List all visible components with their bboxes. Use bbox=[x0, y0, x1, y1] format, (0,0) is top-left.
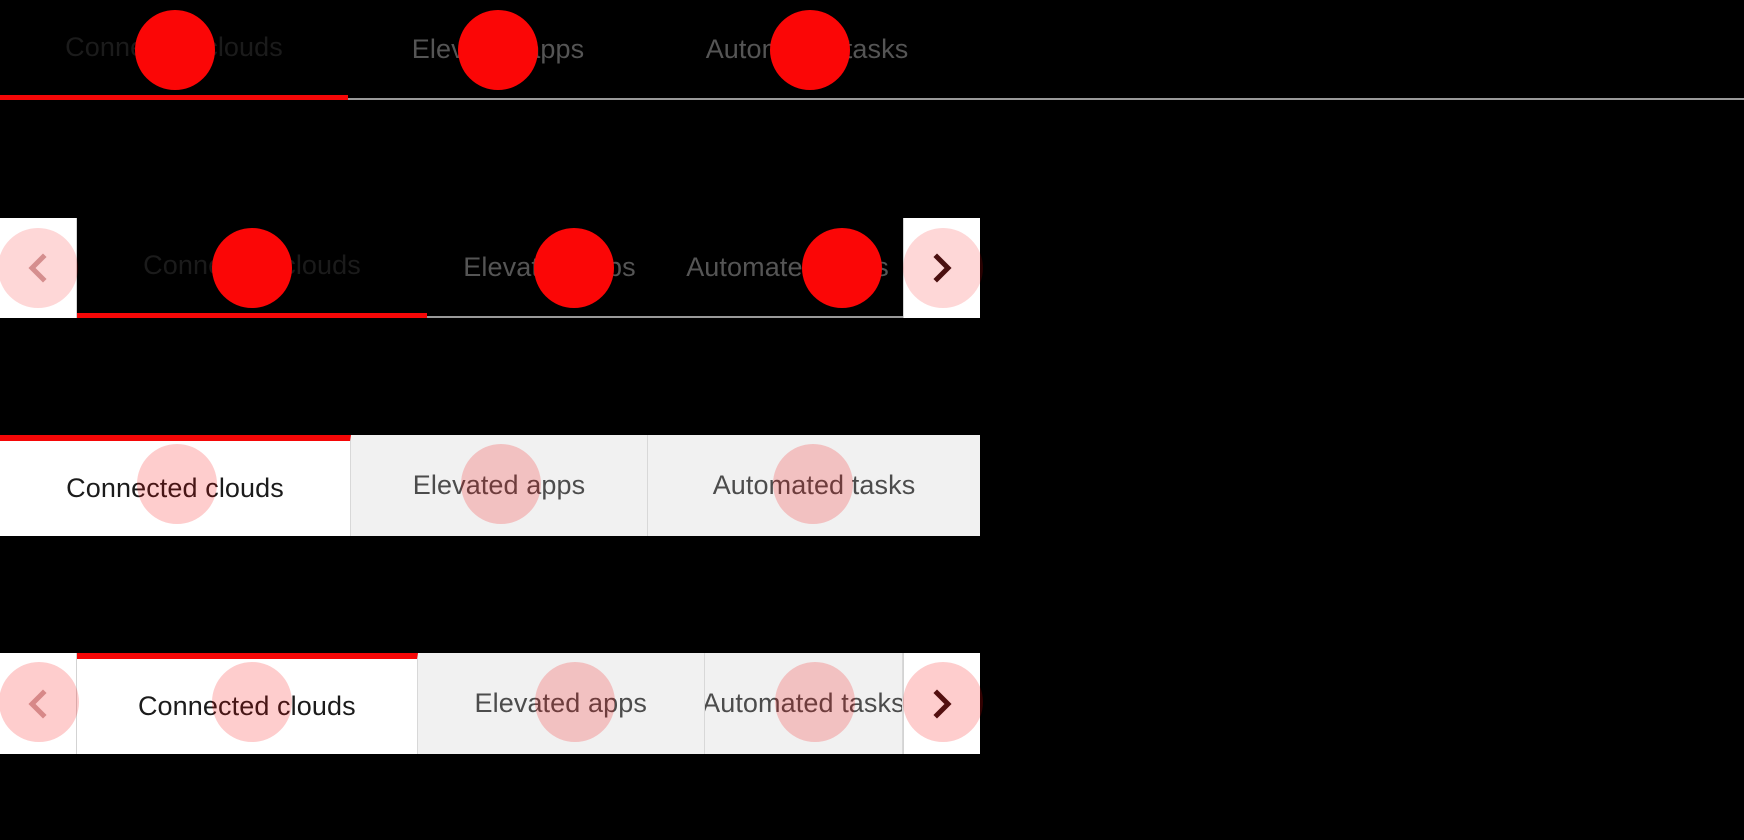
variant-underline-scrolling: Connected clouds Elevated apps Automated… bbox=[0, 218, 983, 318]
tab-elevated-apps[interactable]: Elevated apps bbox=[427, 218, 672, 318]
tab-automated-tasks[interactable]: Automated tasks bbox=[704, 653, 903, 754]
tab-automated-tasks[interactable]: Automated tasks bbox=[648, 435, 980, 536]
chevron-right-icon bbox=[933, 688, 952, 719]
tablist-boxed-scrolling[interactable]: Connected clouds Elevated apps Automated… bbox=[0, 653, 980, 754]
tab-label: Connected clouds bbox=[66, 473, 284, 503]
variant-boxed-plain: Connected clouds Elevated apps Automated… bbox=[0, 435, 980, 536]
tab-label: Connected clouds bbox=[137, 691, 356, 721]
chevron-left-icon bbox=[28, 688, 47, 719]
variant-underline-plain: Connected clouds Elevated apps Automated… bbox=[0, 0, 1744, 100]
tab-connected-clouds[interactable]: Connected clouds bbox=[77, 218, 427, 318]
chevron-left-icon bbox=[28, 253, 47, 283]
tab-automated-tasks[interactable]: Automated tasks bbox=[672, 218, 903, 318]
tab-label: Automated tasks bbox=[686, 251, 889, 282]
tab-label: Automated tasks bbox=[712, 470, 916, 500]
tab-label: Automated tasks bbox=[704, 688, 903, 718]
scroll-prev-button[interactable] bbox=[0, 218, 77, 318]
tab-automated-tasks[interactable]: Automated tasks bbox=[648, 0, 966, 100]
tablist-underline-scrolling[interactable]: Connected clouds Elevated apps Automated… bbox=[0, 218, 980, 318]
tab-connected-clouds[interactable]: Connected clouds bbox=[0, 0, 348, 100]
chevron-right-icon bbox=[933, 253, 952, 283]
tab-elevated-apps[interactable]: Elevated apps bbox=[351, 435, 648, 536]
tab-elevated-apps[interactable]: Elevated apps bbox=[348, 0, 648, 100]
tab-label: Connected clouds bbox=[143, 250, 361, 280]
scroll-next-button[interactable] bbox=[903, 218, 980, 318]
tab-label: Elevated apps bbox=[463, 251, 636, 282]
tab-label: Connected clouds bbox=[65, 32, 283, 62]
tab-connected-clouds[interactable]: Connected clouds bbox=[77, 653, 418, 754]
tablist-trailing-rule bbox=[966, 0, 1744, 100]
tab-label: Automated tasks bbox=[705, 33, 909, 64]
tablist-underline-plain[interactable]: Connected clouds Elevated apps Automated… bbox=[0, 0, 1744, 100]
tab-label: Elevated apps bbox=[412, 470, 586, 500]
scroll-prev-button[interactable] bbox=[0, 653, 77, 754]
tab-elevated-apps[interactable]: Elevated apps bbox=[417, 653, 705, 754]
tab-label: Elevated apps bbox=[411, 33, 585, 64]
tab-connected-clouds[interactable]: Connected clouds bbox=[0, 435, 351, 536]
variant-boxed-scrolling: Connected clouds Elevated apps Automated… bbox=[0, 653, 983, 754]
tab-label: Elevated apps bbox=[474, 688, 647, 718]
scroll-next-button[interactable] bbox=[903, 653, 980, 754]
tablist-boxed-plain[interactable]: Connected clouds Elevated apps Automated… bbox=[0, 435, 980, 536]
